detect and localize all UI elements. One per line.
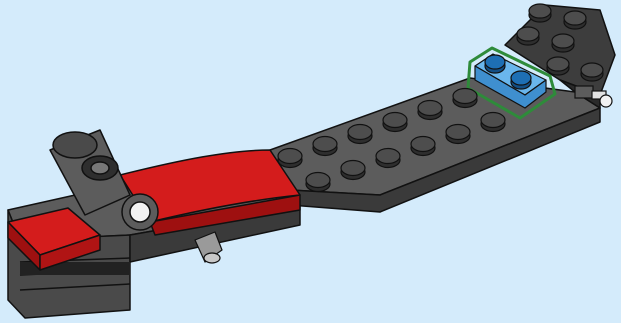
stud (383, 113, 407, 132)
stud (313, 137, 337, 156)
stud (418, 101, 442, 120)
stud (348, 125, 372, 144)
stud (481, 113, 505, 132)
stud (529, 4, 551, 22)
stud (411, 137, 435, 156)
stud (581, 63, 603, 81)
stud (376, 149, 400, 168)
stud (517, 27, 539, 45)
stud (341, 161, 365, 180)
stud (306, 173, 330, 192)
stud (564, 11, 586, 29)
stud (446, 125, 470, 144)
stud (552, 34, 574, 52)
stud (547, 57, 569, 75)
stud (278, 149, 302, 168)
stud (453, 89, 477, 108)
blue-stud (511, 71, 531, 89)
blue-stud (485, 55, 505, 73)
